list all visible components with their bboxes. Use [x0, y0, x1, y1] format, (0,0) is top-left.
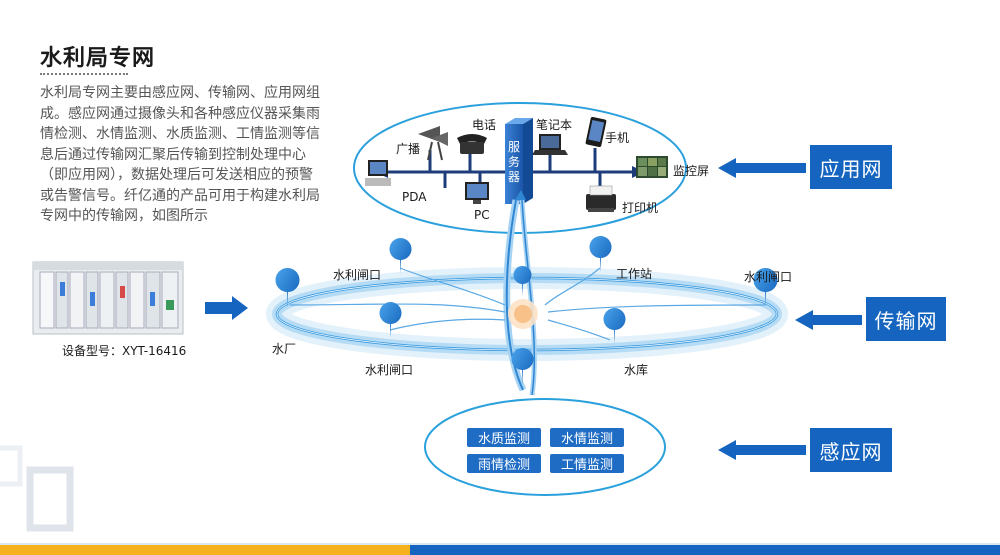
layer-arrows: [205, 158, 862, 460]
sensor-chip-water-regime: 水情监测: [550, 428, 624, 447]
laptop-label: 笔记本: [536, 118, 573, 132]
phone-label: 电话: [472, 118, 497, 132]
pc-label: PC: [474, 208, 490, 222]
title-divider: [40, 73, 128, 75]
decor-squares: [0, 445, 74, 532]
application-net-badge: 应用网: [810, 145, 892, 189]
mobile-icon: [585, 117, 607, 147]
inner-links: [289, 267, 766, 341]
pda-icon: [365, 160, 391, 186]
sensing-net-ellipse: [424, 398, 666, 496]
monitor-icon: [636, 156, 668, 178]
page-title: 水利局专网: [40, 46, 156, 71]
phone-icon: [457, 134, 487, 154]
broadcast-icon: [418, 126, 448, 161]
uplink-beam: [503, 190, 537, 396]
sensing-net-badge: 感应网: [810, 428, 892, 472]
gate-right-label: 水利闸口: [744, 270, 793, 284]
mobile-label: 手机: [605, 131, 630, 145]
bottom-stripe-yellow: [0, 545, 410, 555]
pin-icons: [275, 236, 778, 385]
sensor-chip-water-quality: 水质监测: [467, 428, 541, 447]
waterworks-label: 水厂: [272, 342, 297, 356]
bottom-stripe-blue: [410, 545, 1000, 555]
pc-icon: [465, 182, 489, 204]
monitor-label: 监控屏: [673, 164, 710, 178]
sensor-chip-rain: 雨情检测: [467, 454, 541, 473]
pda-label: PDA: [402, 190, 427, 204]
printer-icon: [586, 185, 616, 212]
device-rack-image: [32, 261, 184, 335]
sensor-chip-engineering: 工情监测: [550, 454, 624, 473]
device-caption: 设备型号：XYT-16416: [62, 344, 187, 358]
workstation-label: 工作站: [616, 267, 653, 281]
laptop-icon: [532, 134, 568, 155]
gate-top-left-label: 水利闸口: [333, 268, 382, 282]
printer-label: 打印机: [622, 201, 659, 215]
transmission-net-badge: 传输网: [866, 297, 946, 341]
intro-paragraph: 水利局专网主要由感应网、传输网、应用网组成。感应网通过摄像头和各种感应仪器采集雨…: [40, 85, 320, 224]
bottom-divider: [0, 543, 1000, 545]
center-hub-icon: [508, 299, 538, 329]
gate-bottom-left-label: 水利闸口: [365, 363, 414, 377]
server-label: 服务器: [507, 140, 520, 184]
reservoir-label: 水库: [624, 363, 649, 377]
broadcast-label: 广播: [396, 142, 421, 156]
server-icon: [505, 118, 533, 204]
